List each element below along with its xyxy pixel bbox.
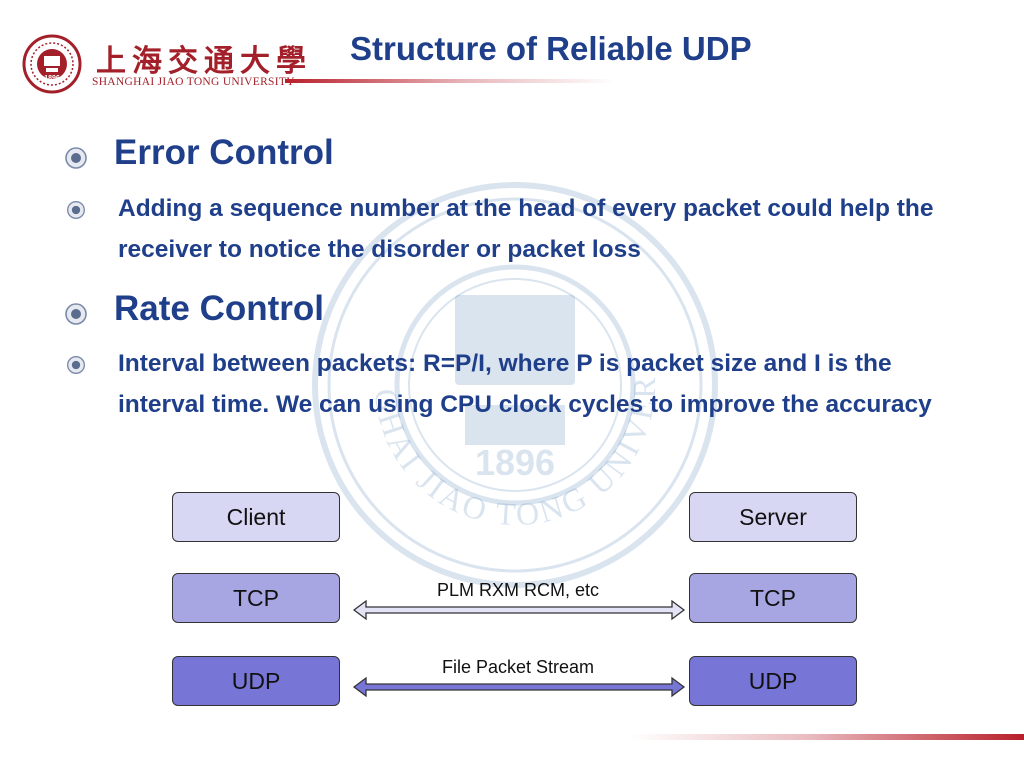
bullet-seal-icon	[65, 303, 87, 325]
tcp-double-arrow	[352, 599, 686, 621]
bullet-seal-icon	[67, 201, 85, 219]
watermark-seal: 1896 SHANGHAI JIAO TONG UNIVERSITY	[305, 175, 718, 588]
udp-double-arrow	[352, 676, 686, 698]
logo-english-name: SHANGHAI JIAO TONG UNIVERSITY	[92, 76, 295, 88]
tcp-arrow-label: PLM RXM RCM, etc	[436, 580, 600, 600]
bullet-text: Interval between packets: R=P/I, where P…	[118, 350, 932, 418]
seal-year: 1896	[44, 75, 60, 82]
university-seal-icon: 1896	[22, 34, 82, 94]
bullet-seal-icon	[65, 147, 87, 169]
client-box: Client	[172, 492, 340, 542]
server-udp-box: UDP	[689, 656, 857, 706]
slide-title: Structure of Reliable UDP	[350, 30, 752, 67]
bullet-rate-control: Rate Control	[64, 288, 324, 330]
client-tcp-box: TCP	[172, 573, 340, 623]
bullet-text: Rate Control	[114, 289, 324, 328]
bullet-interval: Interval between packets: R=P/I, where P…	[64, 343, 978, 425]
client-udp-box: UDP	[172, 656, 340, 706]
server-box: Server	[689, 492, 857, 542]
bullet-error-control: Error Control	[64, 132, 334, 174]
udp-arrow-label: File Packet Stream	[441, 657, 595, 677]
bullet-seal-icon	[67, 356, 85, 374]
footer-divider	[630, 734, 1024, 740]
header-divider	[285, 79, 615, 83]
bullet-text: Error Control	[114, 133, 334, 172]
bullet-sequence-number: Adding a sequence number at the head of …	[64, 188, 978, 270]
logo-chinese-name: 上海交通大學	[96, 44, 312, 79]
server-tcp-box: TCP	[689, 573, 857, 623]
watermark-year: 1896	[475, 442, 555, 483]
bullet-text: Adding a sequence number at the head of …	[118, 195, 934, 263]
